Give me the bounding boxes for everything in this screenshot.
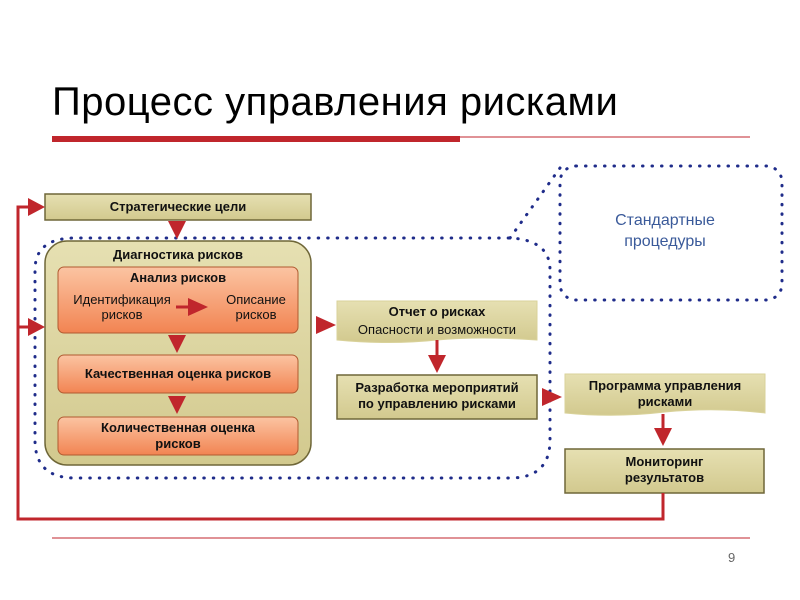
- standard-line2: процедуры: [624, 233, 706, 250]
- identification-line2: рисков: [101, 307, 143, 322]
- qualitative-assessment-label: Качественная оценка рисков: [84, 366, 272, 381]
- quantitative-line2: рисков: [155, 436, 201, 451]
- arrow-goals-to-diagnostics: [168, 221, 186, 239]
- arrow-report-to-development: [428, 355, 446, 373]
- standard-procedures-label: Стандартные процедуры: [560, 210, 770, 252]
- standard-procedures-box: [558, 164, 784, 302]
- description-line2: рисков: [235, 307, 277, 322]
- monitoring-label: Мониторинг результатов: [565, 454, 764, 486]
- development-label: Разработка мероприятий по управлению рис…: [337, 380, 537, 412]
- program-line2: рисками: [637, 394, 693, 409]
- program-label: Программа управления рисками: [565, 378, 765, 410]
- arrow-development-to-program: [542, 388, 562, 406]
- risk-report-label: Отчет о рисках: [388, 304, 486, 319]
- arrow-qualitative-to-quantitative: [168, 396, 186, 414]
- title-underline: [52, 136, 750, 142]
- development-box: [336, 374, 538, 420]
- qualitative-assessment-box: [57, 354, 299, 394]
- description-line1: Описание: [226, 292, 286, 307]
- arrow-into-strategic-goals: [28, 198, 45, 216]
- dotted-connector: [508, 166, 562, 240]
- monitoring-line2: результатов: [624, 470, 705, 485]
- strategic-goals-box: [44, 193, 312, 221]
- identification-label: Идентификация рисков: [62, 292, 182, 322]
- risk-diagnostics-label: Диагностика рисков: [113, 247, 243, 262]
- threats-opportunities-label: Опасности и возможности: [357, 322, 517, 337]
- risk-analysis-box: [57, 266, 299, 334]
- quantitative-assessment-box: [57, 416, 299, 456]
- dotted-boundary: [33, 236, 552, 480]
- strategic-goals-label: Стратегические цели: [109, 199, 247, 214]
- quantitative-line1: Количественная оценка: [101, 420, 255, 435]
- standard-line1: Стандартные: [615, 212, 715, 229]
- feedback-loop-line: [16, 205, 665, 521]
- quantitative-assessment-label: Количественная оценка рисков: [58, 420, 298, 452]
- description-label: Описание рисков: [214, 292, 298, 322]
- development-line1: Разработка мероприятий: [355, 380, 519, 395]
- arrow-identification-to-description: [188, 298, 208, 316]
- arrow-program-to-monitoring: [654, 428, 672, 446]
- arrow-analysis-to-qualitative: [168, 335, 186, 353]
- program-banner: [564, 373, 766, 416]
- monitoring-line1: Мониторинг: [625, 454, 704, 469]
- arrow-into-diagnostics: [28, 318, 45, 336]
- risk-analysis-label: Анализ рисков: [129, 270, 227, 285]
- identification-line1: Идентификация: [73, 292, 171, 307]
- development-line2: по управлению рисками: [358, 396, 516, 411]
- risk-report-banner: [336, 300, 538, 343]
- monitoring-box: [564, 448, 765, 494]
- arrow-diagnostics-to-report: [316, 316, 336, 334]
- page-title: Процесс управления рисками: [52, 80, 619, 124]
- program-line1: Программа управления: [588, 378, 742, 393]
- page-number: 9: [728, 550, 736, 565]
